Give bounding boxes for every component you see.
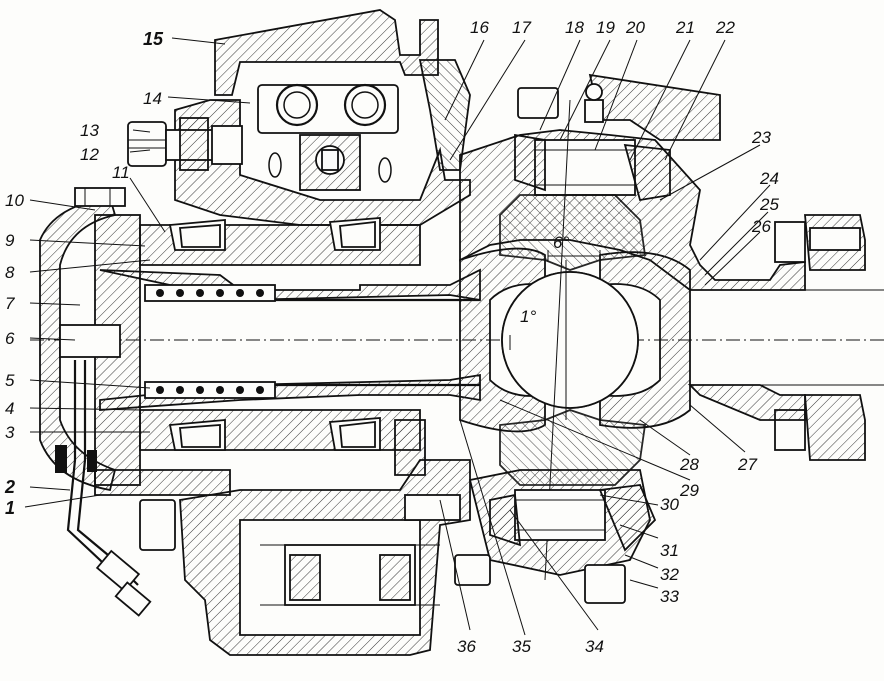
- label-36: 36: [457, 637, 476, 656]
- label-8: 8: [5, 263, 15, 282]
- label-14: 14: [143, 89, 162, 108]
- label-20: 20: [625, 18, 645, 37]
- label-6: 6: [5, 329, 15, 348]
- upper-kingpin: [517, 83, 604, 123]
- needle-bearings: [144, 284, 276, 399]
- label-13: 13: [80, 121, 99, 140]
- label-17: 17: [512, 18, 531, 37]
- label-26: 26: [751, 217, 771, 236]
- hub-cap: [39, 187, 141, 492]
- lower-kingpin: [468, 469, 657, 604]
- upper-gear-pair: [257, 83, 399, 191]
- leader-lines: [24, 37, 771, 636]
- label-12: 12: [80, 145, 99, 164]
- label-15: 15: [143, 29, 164, 49]
- label-29: 29: [679, 481, 699, 500]
- label-21: 21: [675, 18, 695, 37]
- label-27: 27: [737, 455, 757, 474]
- label-33: 33: [660, 587, 679, 606]
- label-7: 7: [5, 294, 15, 313]
- label-30: 30: [660, 495, 679, 514]
- label-19: 19: [596, 18, 615, 37]
- label-25: 25: [759, 195, 779, 214]
- label-3: 3: [5, 423, 15, 442]
- lower-casing: [139, 419, 491, 656]
- label-16: 16: [470, 18, 489, 37]
- angle-markers: 6° 1°: [520, 233, 601, 326]
- label-2: 2: [4, 477, 15, 497]
- label-24: 24: [759, 169, 779, 188]
- part-labels: 15 14 13 12 11 10 9 8 7 6 5 4 3 2 1 16 1…: [4, 18, 779, 656]
- cv-joint: [459, 99, 691, 581]
- label-18: 18: [565, 18, 584, 37]
- casing-bolt-nut: [127, 117, 243, 171]
- label-4: 4: [5, 399, 14, 418]
- label-35: 35: [512, 637, 531, 656]
- hub-body: [94, 224, 421, 496]
- label-22: 22: [715, 18, 735, 37]
- label-32: 32: [660, 565, 679, 584]
- label-10: 10: [5, 191, 24, 210]
- angle-6-label: 6°: [553, 233, 569, 252]
- housing-right-upper: [459, 73, 806, 291]
- label-31: 31: [660, 541, 679, 560]
- hub-bearings-upper: [168, 217, 381, 251]
- label-28: 28: [679, 455, 699, 474]
- label-9: 9: [5, 231, 15, 250]
- hub-bearings-lower: [168, 417, 381, 451]
- label-1: 1: [5, 498, 15, 518]
- label-5: 5: [5, 371, 15, 390]
- label-23: 23: [751, 128, 771, 147]
- brake-hose: [55, 360, 152, 617]
- angle-1-label: 1°: [520, 307, 536, 326]
- label-34: 34: [585, 637, 604, 656]
- label-11: 11: [112, 163, 130, 182]
- right-flange: [687, 214, 884, 461]
